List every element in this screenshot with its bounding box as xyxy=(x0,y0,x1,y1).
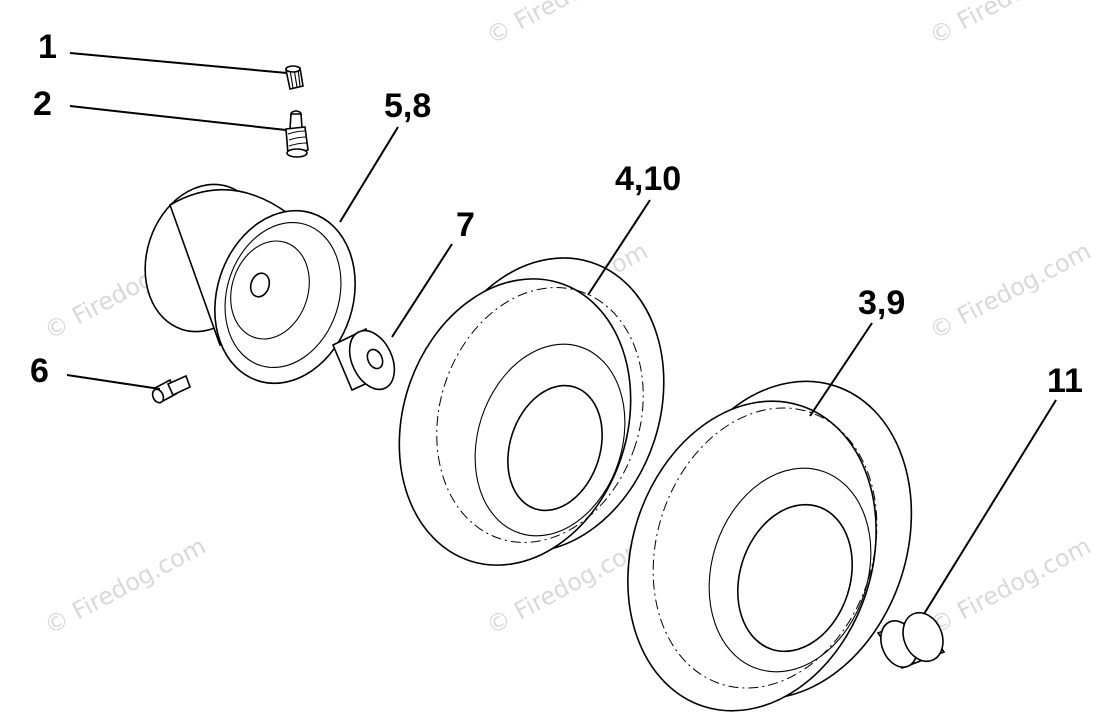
valve-stem-part xyxy=(285,110,309,158)
callout-5-8: 5,8 xyxy=(384,87,431,125)
callout-3-9: 3,9 xyxy=(858,284,905,322)
watermark: © Firedog.com xyxy=(925,532,1096,641)
callout-7: 7 xyxy=(456,206,475,244)
leader-line-11 xyxy=(923,399,1057,615)
callout-1: 1 xyxy=(38,28,57,66)
leader-line-39 xyxy=(809,322,873,417)
wheel-rim-part xyxy=(144,183,356,385)
leader-line-6 xyxy=(66,374,161,390)
leader-line-2 xyxy=(69,105,287,131)
callout-4-10: 4,10 xyxy=(615,160,681,198)
leader-line-410 xyxy=(587,199,651,296)
front-tire-part xyxy=(398,257,665,566)
leader-line-58 xyxy=(339,126,399,223)
watermark: © Firedog.com xyxy=(482,0,653,50)
rear-tire-part xyxy=(627,380,913,712)
callout-6: 6 xyxy=(30,352,49,390)
flange-bushing-part xyxy=(331,327,396,392)
watermark: © Firedog.com xyxy=(925,237,1096,346)
watermark: © Firedog.com xyxy=(40,532,211,641)
leader-lines xyxy=(66,52,1057,615)
leader-line-1 xyxy=(69,52,288,74)
grease-fitting-part xyxy=(151,374,192,404)
callout-2: 2 xyxy=(33,85,52,123)
callouts: 1 2 5,8 6 7 4,10 3,9 11 xyxy=(30,28,1083,400)
bushing-part xyxy=(876,611,946,669)
watermark: © Firedog.com xyxy=(925,0,1096,50)
valve-cap-part xyxy=(285,65,304,90)
callout-11: 11 xyxy=(1047,362,1083,400)
leader-line-7 xyxy=(391,243,453,338)
